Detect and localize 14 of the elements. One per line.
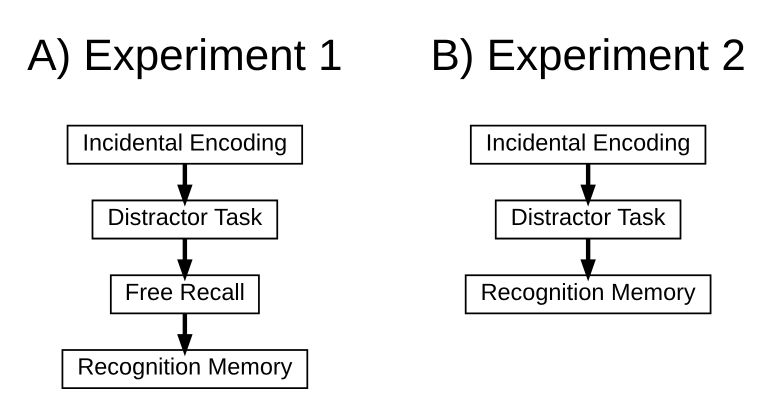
node-box: Incidental Encoding [66, 124, 304, 165]
node-box: Recognition Memory [464, 274, 712, 314]
arrow [580, 164, 596, 207]
label: B) Experiment 2 [430, 30, 746, 80]
label: A) Experiment 1 [27, 30, 343, 80]
node-box: Free Recall [110, 274, 260, 314]
node-box: Distractor Task [494, 200, 682, 240]
arrow [177, 164, 193, 207]
node-box: Recognition Memory [62, 349, 308, 390]
arrow [177, 238, 193, 282]
node-box: Incidental Encoding [470, 124, 706, 165]
arrow [177, 314, 193, 356]
arrow [580, 238, 596, 282]
node-box: Distractor Task [92, 200, 278, 240]
